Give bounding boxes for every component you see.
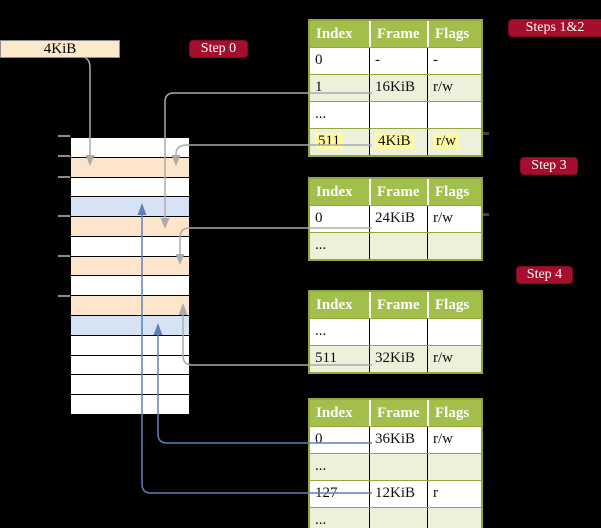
cell-frame [369, 508, 427, 528]
cell-index: 0 [315, 210, 323, 226]
table-header-row: Index Frame Flags [310, 179, 481, 205]
cell-flags: r/w [427, 346, 481, 372]
cell-frame: 12KiB [369, 481, 427, 507]
memory-row [71, 335, 189, 356]
memory-row [71, 197, 189, 218]
page-table-final: Index Frame Flags 0 36KiB r/w ... 127 12… [308, 398, 483, 528]
cell-frame [369, 454, 427, 480]
cell-flags [427, 454, 481, 480]
cell-frame: 4KiB [369, 129, 427, 155]
table-row: 0 - - [310, 47, 481, 74]
table-row: 0 36KiB r/w [310, 426, 481, 453]
highlighted-value: 4KiB [375, 133, 414, 149]
column-header-flags: Flags [427, 179, 481, 205]
table-row: 127 12KiB r [310, 480, 481, 507]
address-tick [58, 255, 70, 257]
cell-flags [427, 102, 481, 128]
cell-frame [369, 102, 427, 128]
memory-row [71, 177, 189, 198]
cell-index: ... [315, 458, 327, 474]
column-header-frame: Frame [369, 292, 427, 318]
connector-stub [483, 132, 489, 135]
cell-frame: 16KiB [369, 75, 427, 101]
page-table-step4: Index Frame Flags ... 511 32KiB r/w [308, 290, 483, 374]
column-header-flags: Flags [427, 21, 481, 47]
cell-index: ... [315, 106, 327, 122]
column-header-flags: Flags [427, 292, 481, 318]
table-row: 511 32KiB r/w [310, 345, 481, 372]
cell-flags [427, 233, 481, 259]
address-tick [58, 295, 70, 297]
cell-index: ... [315, 323, 327, 339]
table-header-row: Index Frame Flags [310, 292, 481, 318]
cell-frame: - [369, 48, 427, 74]
column-header-index: Index [316, 184, 353, 200]
memory-row [71, 316, 189, 336]
memory-row [71, 355, 189, 376]
cell-index: 511 [310, 129, 369, 155]
cell-index: 0 [315, 431, 323, 447]
cell-flags [427, 508, 481, 528]
cell-flags [427, 319, 481, 345]
memory-row [71, 236, 189, 257]
cell-frame [369, 233, 427, 259]
highlighted-value: 511 [315, 133, 343, 149]
memory-row [71, 256, 189, 277]
table-row: 1 16KiB r/w [310, 74, 481, 101]
memory-row [71, 395, 189, 414]
page-table-steps12: Index Frame Flags 0 - - 1 16KiB r/w ... … [308, 19, 483, 157]
table-row: ... [310, 453, 481, 480]
step4-badge: Step 4 [516, 266, 573, 284]
cell-frame: 32KiB [369, 346, 427, 372]
cell-flags: r/w [427, 206, 481, 232]
cell-index: 0 [315, 52, 323, 68]
physical-memory-strip [70, 137, 190, 415]
memory-row [71, 157, 189, 178]
table-header-row: Index Frame Flags [310, 21, 481, 47]
address-tick [58, 215, 70, 217]
table-row-highlighted: 511 4KiB r/w [310, 128, 481, 155]
table-row: 0 24KiB r/w [310, 205, 481, 232]
steps12-badge: Steps 1&2 [508, 19, 601, 37]
cell-frame [369, 319, 427, 345]
memory-row [71, 375, 189, 396]
column-header-frame: Frame [369, 21, 427, 47]
cell-flags: r/w [427, 129, 481, 155]
cell-frame: 24KiB [369, 206, 427, 232]
address-tick [58, 135, 70, 137]
page-table-step3: Index Frame Flags 0 24KiB r/w ... [308, 177, 483, 261]
table-row: ... [310, 507, 481, 528]
memory-row [71, 138, 189, 158]
cell-flags: r [427, 481, 481, 507]
step3-badge: Step 3 [520, 157, 578, 175]
table-header-row: Index Frame Flags [310, 400, 481, 426]
column-header-frame: Frame [369, 400, 427, 426]
table-row: ... [310, 101, 481, 128]
cell-index: ... [315, 512, 327, 528]
connector-stub [483, 213, 489, 216]
address-tick [58, 155, 70, 157]
column-header-index: Index [316, 405, 353, 421]
column-header-frame: Frame [369, 179, 427, 205]
step0-badge: Step 0 [189, 40, 248, 58]
cell-flags: r/w [427, 75, 481, 101]
cell-frame: 36KiB [369, 427, 427, 453]
cell-flags: - [427, 48, 481, 74]
memory-row [71, 296, 189, 317]
column-header-flags: Flags [427, 400, 481, 426]
cell-index: 127 [315, 485, 338, 501]
root-table-address-box: 4KiB [0, 40, 120, 58]
table-row: ... [310, 318, 481, 345]
cell-index: ... [315, 237, 327, 253]
cell-flags: r/w [427, 427, 481, 453]
table-row: ... [310, 232, 481, 259]
highlighted-value: r/w [433, 133, 459, 149]
cell-index: 1 [315, 79, 323, 95]
cell-index: 511 [315, 350, 337, 366]
address-tick [58, 176, 70, 178]
column-header-index: Index [316, 26, 353, 42]
column-header-index: Index [316, 297, 353, 313]
memory-row [71, 217, 189, 237]
memory-row [71, 276, 189, 297]
